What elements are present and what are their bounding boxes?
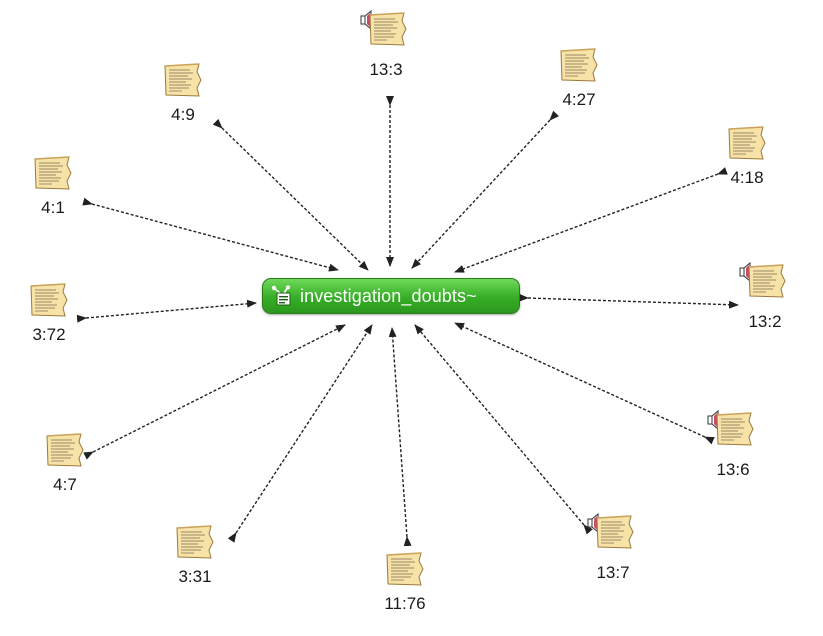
- link-q-11-76[interactable]: [388, 327, 412, 547]
- quotation-label: 3:31: [178, 567, 212, 586]
- link-q-13-2[interactable]: [518, 293, 739, 309]
- text-document-icon: [176, 525, 214, 559]
- quotation-node-q-13-2[interactable]: 13:2: [734, 262, 796, 331]
- quotation-node-q-4-27[interactable]: 4:27: [548, 48, 610, 109]
- quotation-label: 4:27: [562, 90, 596, 109]
- quotation-node-q-11-76[interactable]: 11:76: [374, 552, 436, 613]
- link-q-13-6[interactable]: [454, 322, 715, 445]
- quotation-node-q-4-18[interactable]: 4:18: [716, 126, 778, 187]
- quotation-label: 13:7: [596, 563, 630, 582]
- text-document-icon: [596, 515, 634, 549]
- quotation-label: 4:1: [41, 198, 65, 217]
- quotation-label: 4:18: [730, 168, 764, 187]
- text-document-icon: [386, 552, 424, 586]
- quotation-label: 11:76: [384, 594, 426, 613]
- quotation-label: 13:3: [369, 60, 403, 79]
- quotation-label: 3:72: [32, 325, 66, 344]
- central-code-label: investigation_doubts~: [300, 285, 477, 306]
- link-q-13-7[interactable]: [414, 324, 593, 535]
- link-q-4-18[interactable]: [454, 167, 728, 273]
- link-q-4-7[interactable]: [83, 324, 346, 460]
- quotation-node-q-4-7[interactable]: 4:7: [34, 433, 96, 494]
- text-document-icon: [30, 283, 68, 317]
- quotation-label: 4:9: [171, 105, 195, 124]
- text-document-icon: [46, 433, 84, 467]
- quotation-node-q-13-3[interactable]: 13:3: [355, 10, 417, 79]
- link-q-4-27[interactable]: [411, 110, 560, 269]
- text-document-icon: [164, 63, 202, 97]
- link-q-3-31[interactable]: [227, 324, 373, 543]
- speaker-icon: [360, 10, 372, 30]
- quotation-node-q-3-31[interactable]: 3:31: [164, 525, 226, 586]
- network-node-icon: [271, 285, 291, 306]
- quotation-label: 4:7: [53, 475, 77, 494]
- quotation-node-q-4-9[interactable]: 4:9: [152, 63, 214, 124]
- text-document-icon: [716, 412, 754, 446]
- text-document-icon: [560, 48, 598, 82]
- quotation-node-q-13-6[interactable]: 13:6: [702, 410, 764, 479]
- quotation-node-q-3-72[interactable]: 3:72: [18, 283, 80, 344]
- central-code-node[interactable]: investigation_doubts~: [262, 278, 520, 314]
- link-q-3-72[interactable]: [76, 299, 257, 323]
- text-document-icon: [748, 264, 786, 298]
- text-document-icon: [369, 12, 407, 46]
- text-document-icon: [34, 156, 72, 190]
- link-q-4-9[interactable]: [212, 118, 369, 271]
- text-document-icon: [728, 126, 766, 160]
- quotation-node-q-4-1[interactable]: 4:1: [22, 156, 84, 217]
- quotation-node-q-13-7[interactable]: 13:7: [582, 513, 644, 582]
- quotation-label: 13:6: [716, 460, 750, 479]
- link-q-4-1[interactable]: [82, 197, 339, 272]
- speaker-icon: [587, 513, 599, 533]
- quotation-label: 13:2: [748, 312, 782, 331]
